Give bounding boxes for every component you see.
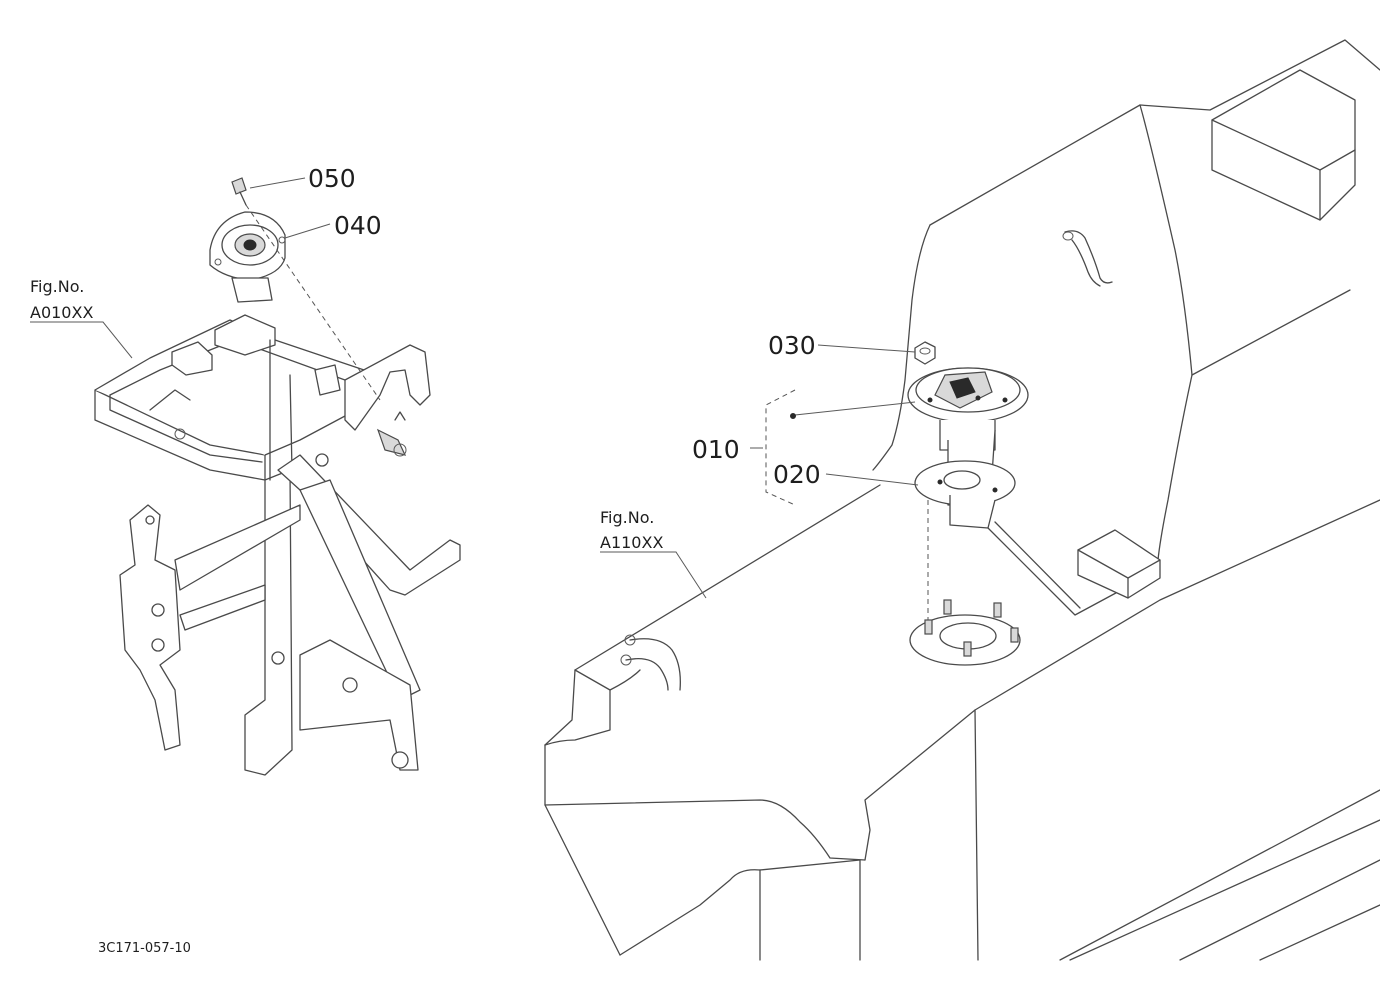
- screw-050: [231, 177, 381, 401]
- callout-010: 010: [692, 435, 740, 464]
- nut-030: [914, 341, 936, 365]
- callout-030: 030: [768, 331, 816, 360]
- drawing-number: 3C171-057-10: [98, 941, 191, 956]
- leader-lines-left: [30, 177, 331, 359]
- fig-ref-right-line1: Fig.No.: [600, 508, 654, 527]
- mounting-flange: [909, 500, 1021, 666]
- callout-050: 050: [308, 164, 356, 193]
- fig-ref-left-line1: Fig.No.: [30, 277, 84, 296]
- pedal-bracket: [94, 314, 461, 776]
- throttle-sensor-040: [209, 211, 286, 303]
- leader-lines-right: [600, 344, 919, 599]
- callout-020: 020: [773, 460, 821, 489]
- fuel-tank: [544, 39, 1380, 961]
- fuel-sender-unit: [907, 367, 1161, 616]
- fig-ref-right-line2: A110XX: [600, 533, 663, 552]
- fig-ref-left-line2: A010XX: [30, 303, 93, 322]
- callout-040: 040: [334, 211, 382, 240]
